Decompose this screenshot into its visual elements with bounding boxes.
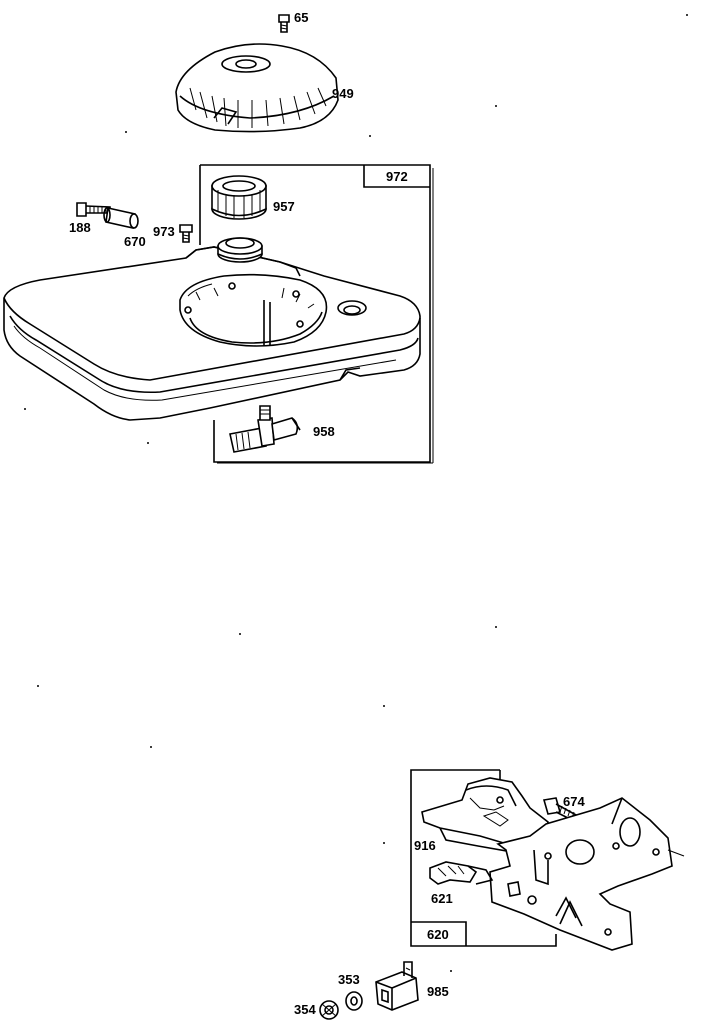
fuel-tank xyxy=(3,237,421,421)
stray-dots xyxy=(24,14,688,972)
label-958: 958 xyxy=(313,424,335,439)
switch-985 xyxy=(375,961,419,1011)
label-188: 188 xyxy=(69,220,91,235)
washer-353 xyxy=(345,991,363,1011)
label-985: 985 xyxy=(427,984,449,999)
fuel-cap-957 xyxy=(211,175,267,220)
spacer-670 xyxy=(103,207,139,229)
label-670: 670 xyxy=(124,234,146,249)
label-916: 916 xyxy=(414,838,436,853)
label-973: 973 xyxy=(153,224,175,239)
control-bracket xyxy=(489,797,685,951)
label-353: 353 xyxy=(338,972,360,987)
fuel-valve-958 xyxy=(229,405,301,453)
screw-973 xyxy=(179,224,193,243)
screw-65 xyxy=(278,14,290,33)
label-620: 620 xyxy=(427,927,449,942)
clip-621 xyxy=(429,861,494,885)
label-972: 972 xyxy=(386,169,408,184)
label-957: 957 xyxy=(273,199,295,214)
governor-plate-916 xyxy=(421,777,549,853)
frame-972 xyxy=(199,164,434,464)
label-65: 65 xyxy=(294,10,308,25)
label-354: 354 xyxy=(294,1002,316,1017)
label-674: 674 xyxy=(563,794,585,809)
label-621: 621 xyxy=(431,891,453,906)
cover-949 xyxy=(175,43,339,133)
bolt-188 xyxy=(76,202,111,217)
label-949: 949 xyxy=(332,86,354,101)
nut-354 xyxy=(319,1000,339,1020)
